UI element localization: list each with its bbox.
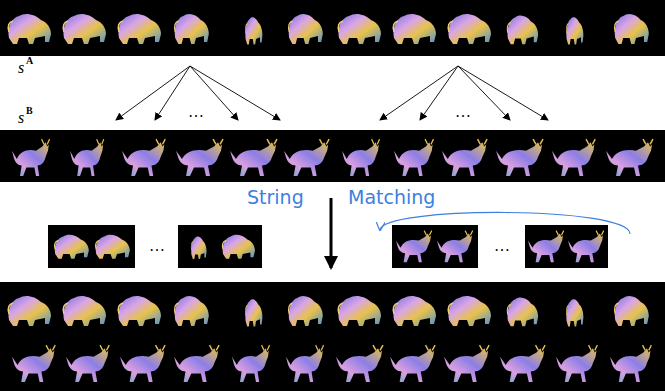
step-label: Matching bbox=[348, 188, 435, 207]
ellipsis: … bbox=[149, 238, 165, 254]
ellipsis: … bbox=[188, 104, 204, 120]
ellipsis: … bbox=[455, 104, 471, 120]
sequence-superscript: A bbox=[26, 56, 33, 66]
sequence-symbol: s bbox=[18, 110, 24, 126]
step-label: String bbox=[247, 188, 304, 207]
sequence-superscript: B bbox=[26, 106, 33, 116]
ellipsis: … bbox=[494, 238, 510, 254]
sequence-symbol: s bbox=[18, 60, 24, 76]
